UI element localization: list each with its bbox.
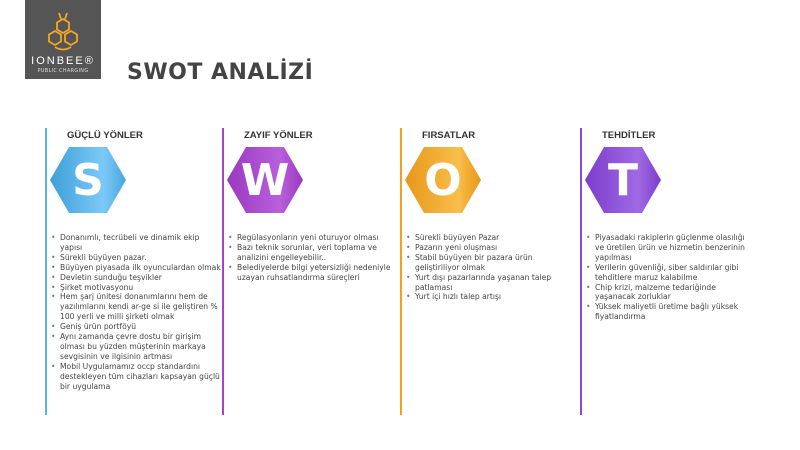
list-item: Mobil Uygulamamız occp standardını deste… — [51, 362, 221, 392]
list-item: Belediyelerde bilgi yetersizliği nedeniy… — [228, 263, 398, 283]
item-list: Donanımlı, tecrübeli ve dinamik ekip yap… — [51, 233, 221, 392]
column-heading: FIRSATLAR — [422, 130, 476, 141]
swot-column-weaknesses: ZAYIF YÖNLER W Regülasyonların yeni oturu… — [222, 128, 400, 415]
page-title: SWOT ANALİZİ — [127, 60, 314, 85]
hexagon-letter: W — [240, 154, 290, 206]
item-list: Sürekli büyüyen PazarPazarın yeni oluşma… — [406, 233, 576, 302]
item-list: Piyasadaki rakiplerin güçlenme olasılığı… — [586, 233, 756, 322]
hexagon-t-icon: T — [585, 147, 661, 213]
swot-column-strengths: GÜÇLÜ YÖNLER S Donanımlı, tecrübeli ve di… — [45, 128, 223, 415]
item-list: Regülasyonların yeni oturuyor olmasıBazı… — [228, 233, 398, 283]
column-heading: GÜÇLÜ YÖNLER — [67, 130, 143, 141]
column-heading: ZAYIF YÖNLER — [244, 130, 313, 141]
list-item: Yurt içi hızlı talep artışı — [406, 292, 576, 302]
list-item: Geniş ürün portföyü — [51, 322, 221, 332]
list-item: Aynı zamanda çevre dostu bir girişim olm… — [51, 332, 221, 362]
list-item: Şirket motivasyonu — [51, 283, 221, 293]
list-item: Devletin sunduğu teşvikler — [51, 273, 221, 283]
list-item: Pazarın yeni oluşması — [406, 243, 576, 253]
logo-tagline: PUBLIC CHARGING — [37, 68, 89, 74]
hexagon-s-icon: S — [50, 147, 126, 213]
list-item: Chip krizi, malzeme tedariğinde yaşanaca… — [586, 283, 756, 303]
column-heading: TEHDİTLER — [602, 130, 656, 141]
list-item: Piyasadaki rakiplerin güçlenme olasılığı… — [586, 233, 756, 263]
hexagon-letter: S — [72, 154, 104, 206]
list-item: Regülasyonların yeni oturuyor olması — [228, 233, 398, 243]
list-item: Verilerin güvenliği, siber saldırılar gi… — [586, 263, 756, 283]
list-item: Bazı teknik sorunlar, veri toplama ve an… — [228, 243, 398, 263]
list-item: Sürekli büyüyen pazar. — [51, 253, 221, 263]
swot-column-threats: TEHDİTLER T Piyasadaki rakiplerin güçlenm… — [580, 128, 758, 415]
hexagon-o-icon: O — [405, 147, 481, 213]
list-item: Yüksek maliyetli üretime bağlı yüksek fi… — [586, 302, 756, 322]
list-item: Sürekli büyüyen Pazar — [406, 233, 576, 243]
logo-brand: IONBEE® — [31, 55, 95, 67]
ionbee-logo: IONBEE® PUBLIC CHARGING — [25, 0, 101, 79]
list-item: Hem şarj ünitesi donanımlarını hem de ya… — [51, 292, 221, 322]
hexagon-letter: O — [424, 154, 462, 206]
list-item: Stabil büyüyen bir pazara ürün geliştiri… — [406, 253, 576, 273]
list-item: Donanımlı, tecrübeli ve dinamik ekip yap… — [51, 233, 221, 253]
bee-hexagon-icon — [48, 12, 78, 51]
hexagon-letter: T — [607, 154, 638, 206]
swot-column-opportunities: FIRSATLAR O Sürekli büyüyen PazarPazarın … — [400, 128, 578, 415]
list-item: Büyüyen piyasada ilk oyunculardan olmak — [51, 263, 221, 273]
hexagon-w-icon: W — [227, 147, 303, 213]
list-item: Yurt dışı pazarlarında yaşanan talep pat… — [406, 273, 576, 293]
